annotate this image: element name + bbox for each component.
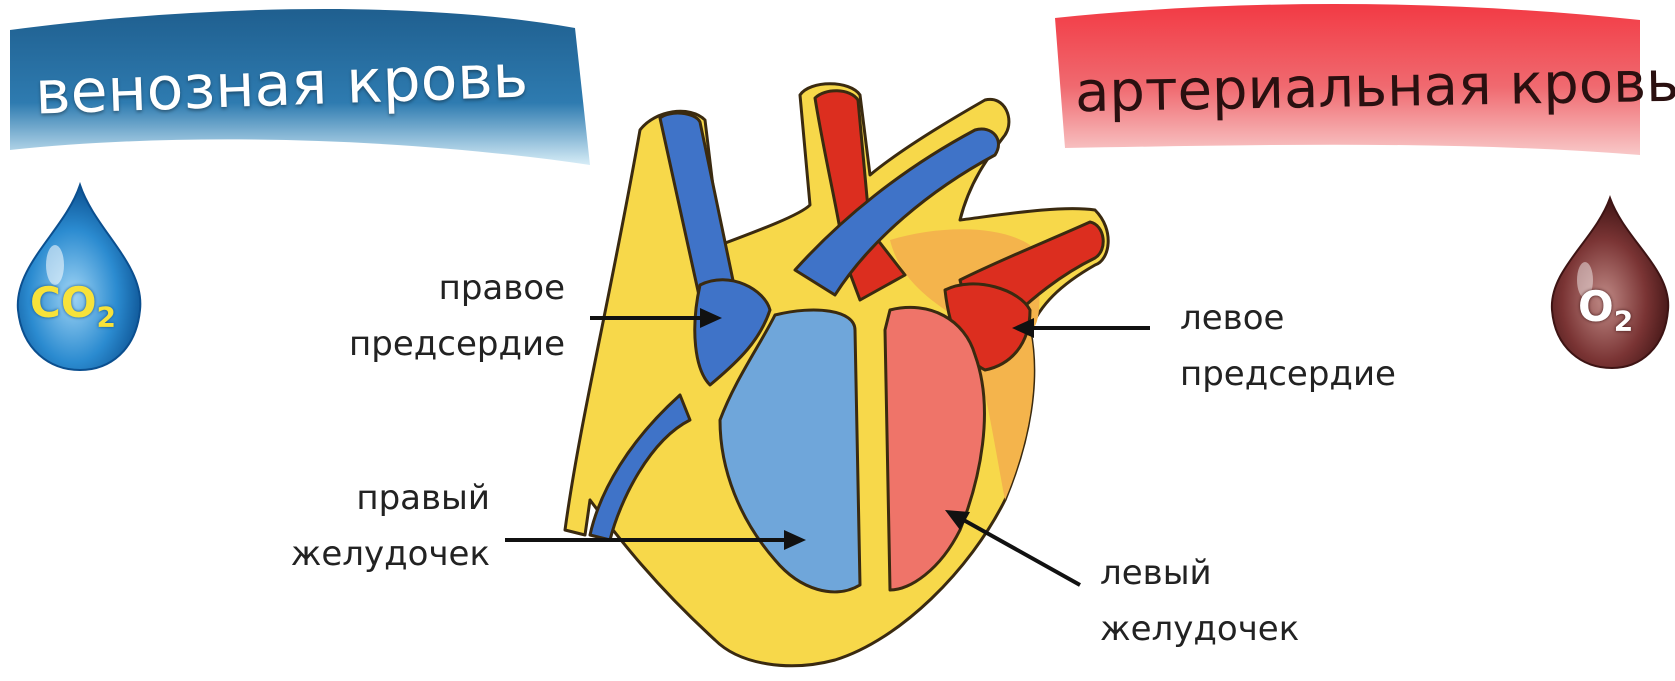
o2-formula-subscript: 2 [1614, 304, 1633, 337]
label-left-ventricle-line1: левый [1100, 545, 1299, 601]
o2-formula: O2 [1578, 282, 1633, 337]
label-left-ventricle-line2: желудочек [1100, 601, 1299, 657]
label-left-atrium-line1: левое [1180, 290, 1396, 346]
label-right-ventricle-line2: желудочек [240, 526, 490, 582]
label-right-atrium-line2: предсердие [315, 316, 565, 372]
arterial-blood-title: артериальная кровь [1074, 50, 1675, 126]
label-right-atrium: правое предсердие [315, 260, 565, 372]
co2-formula-base: CO [30, 278, 97, 327]
co2-formula: CO2 [30, 278, 116, 333]
label-right-ventricle: правый желудочек [240, 470, 490, 582]
o2-formula-base: O [1578, 282, 1614, 331]
label-left-ventricle: левый желудочек [1100, 545, 1299, 657]
label-left-atrium: левое предсердие [1180, 290, 1396, 402]
label-left-atrium-line2: предсердие [1180, 346, 1396, 402]
co2-formula-subscript: 2 [97, 300, 116, 333]
heart [565, 84, 1108, 666]
label-right-atrium-line1: правое [315, 260, 565, 316]
arrow-left-ventricle [960, 518, 1080, 585]
label-right-ventricle-line1: правый [240, 470, 490, 526]
